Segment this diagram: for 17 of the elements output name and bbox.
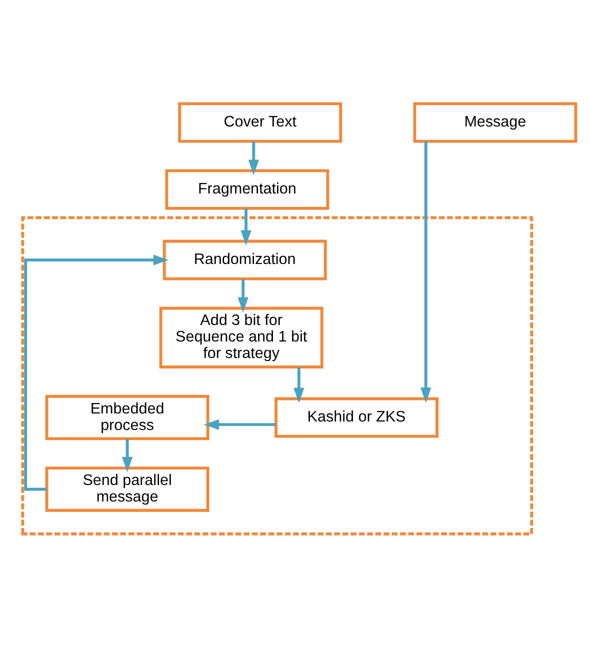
node-box: Embedded process bbox=[45, 394, 210, 440]
arrow bbox=[24, 254, 169, 490]
node-box: Send parallel message bbox=[45, 466, 210, 512]
arrow bbox=[240, 208, 252, 246]
node-box: Randomization bbox=[162, 239, 327, 280]
arrow bbox=[122, 438, 133, 472]
arrow bbox=[248, 141, 260, 175]
arrow bbox=[420, 140, 432, 402]
arrow bbox=[238, 278, 248, 312]
cluster bbox=[21, 216, 534, 535]
arrow bbox=[204, 418, 276, 430]
node-box: Cover Text bbox=[178, 102, 342, 142]
arrow bbox=[294, 366, 304, 403]
node-box: Message bbox=[413, 102, 578, 142]
node-box: Add 3 bit for Sequence and 1 bit for strategy bbox=[159, 306, 324, 368]
node-box: Kashid or ZKS bbox=[274, 396, 438, 438]
node-box: Fragmentation bbox=[165, 168, 330, 210]
